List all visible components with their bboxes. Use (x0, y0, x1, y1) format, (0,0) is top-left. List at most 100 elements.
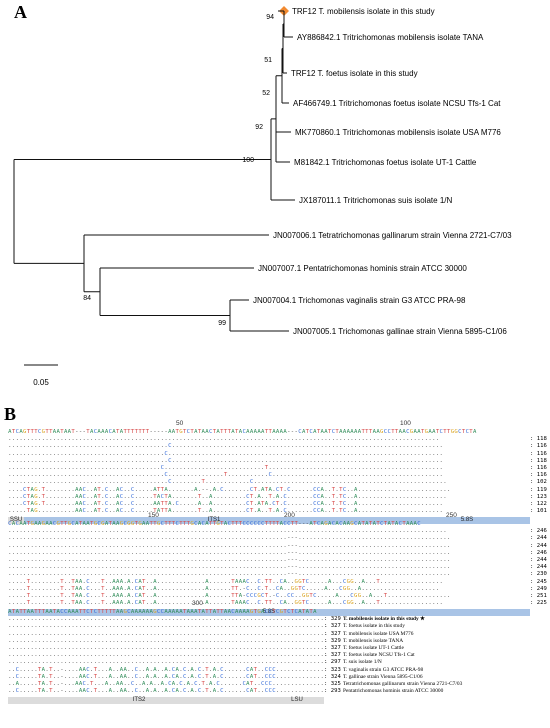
aligned-sequence: ........................................… (8, 457, 443, 464)
leaf-label: MK770860.1 Tritrichomonas mobilensis iso… (295, 128, 501, 137)
region-bar: LSU (270, 697, 324, 705)
panel-label-b: B (4, 404, 17, 424)
bootstrap-value: 84 (83, 295, 91, 302)
sequence-length: : 244 (530, 557, 547, 563)
sequence-length: : 327 (324, 623, 341, 630)
leaf-label: JN007007.1 Pentatrichomonas hominis stra… (258, 264, 467, 273)
sequence-length: : 244 (530, 564, 547, 571)
region-bar: ITS2 (8, 697, 270, 705)
aligned-sequence: ........................................… (8, 528, 447, 535)
aligned-sequence: ........................................… (8, 637, 328, 644)
sequence-length: : 329 (324, 616, 341, 623)
sequence-length: : 324 (324, 673, 341, 680)
sequence-length: : 327 (324, 645, 341, 651)
leaf-label: JN007004.1 Trichomonas vaginalis strain … (253, 296, 466, 305)
sequence-length: : 251 (530, 593, 547, 599)
sequence-length: : 118 (530, 436, 547, 443)
sequence-length: : 116 (530, 465, 547, 471)
leaf-label: TRF12 T. mobilensis isolate in this stud… (292, 7, 435, 16)
sequence-length: : 245 (530, 578, 547, 585)
bootstrap-value: 94 (266, 14, 274, 21)
region-bar: ITS1 (24, 517, 404, 525)
aligned-sequence: ........................................… (8, 450, 443, 457)
sequence-length: : 230 (530, 571, 547, 578)
sequence-length: : 325 (324, 681, 341, 687)
sequence-length: : 249 (530, 585, 547, 592)
aligned-sequence: ........................................… (8, 436, 440, 443)
region-bar: 5.8S (404, 517, 530, 525)
sequence-name: T. mobilensis isolate USA M776 (343, 630, 414, 637)
phylogenetic-tree: TRF12 T. mobilensis isolate in this stud… (13, 6, 512, 387)
leaf-label: JN007006.1 Tetratrichomonas gallinarum s… (273, 231, 512, 240)
aligned-sequence: ........................................… (8, 623, 328, 630)
ruler-position: 100 (400, 420, 411, 427)
sequence-length: : 293 (324, 688, 341, 695)
sequence-name: T. mobilensis isolate TANA (343, 637, 404, 644)
sequence-name: T. foetus isolate in this study (343, 623, 405, 630)
bootstrap-value: 100 (242, 157, 254, 164)
consensus-sequence: ATATTAATTTAATACCAAATTCTCTTTTTAAGCAAAAAAG… (8, 609, 317, 615)
ruler-position: 50 (176, 420, 184, 427)
aligned-sequence: ........................................… (8, 571, 451, 578)
aligned-sequence: ........................................… (8, 465, 443, 471)
aligned-sequence: .....T........T..TAA.C...T..AAA.A.CAT..A… (8, 600, 443, 607)
sequence-length: : 244 (530, 542, 547, 549)
aligned-sequence: ........................................… (8, 616, 324, 623)
sequence-length: : 101 (530, 508, 547, 515)
aligned-sequence: ..C.....TA.T..-....AAC.T...A..AA..C..A.A… (8, 673, 324, 680)
sequence-length: : 246 (530, 528, 547, 535)
bootstrap-value: 92 (255, 124, 263, 131)
sequence-name: T. foetus isolate NCSU Tfs-1 Cat (343, 652, 415, 659)
aligned-sequence: .....T........T..TAA.C...T..AAA.A.CAT..A… (8, 585, 440, 592)
leaf-label: M81842.1 Tritrichomonas foetus isolate U… (294, 158, 477, 167)
aligned-sequence: ........................................… (8, 542, 451, 549)
aligned-sequence: .....TAG..........AAC..AT.C..AC..C.....T… (8, 508, 443, 515)
aligned-sequence: ........................................… (8, 659, 328, 666)
sequence-length: : 329 (324, 637, 341, 644)
aligned-sequence: .....T........T..TAA.C...T..AAA.A.CAT..A… (8, 593, 451, 599)
bootstrap-value: 99 (218, 320, 226, 327)
aligned-sequence: ........................................… (8, 645, 328, 651)
aligned-sequence: ........................................… (8, 557, 451, 563)
sequence-name: T. foetus isolate UT-1 Cattle (343, 645, 404, 651)
sequence-length: : 297 (324, 659, 341, 666)
sequence-length: : 116 (530, 472, 547, 479)
aligned-sequence: ........................................… (8, 652, 328, 659)
ruler-position: 300 (192, 600, 203, 607)
leaf-label: JN007005.1 Trichomonas gallinae strain V… (293, 327, 507, 336)
sequence-name: Pentatrichomonas hominis strain ATCC 300… (343, 688, 444, 695)
aligned-sequence: .....T........T..TAA.C...T..AAA.A.CAT..A… (8, 578, 443, 585)
leaf-label: AY886842.1 Tritrichomonas mobilensis iso… (297, 33, 484, 42)
sequence-length: : 102 (530, 479, 547, 486)
sequence-length: : 119 (530, 486, 547, 493)
sequence-length: : 327 (324, 630, 341, 637)
scale-label: 0.05 (33, 378, 49, 387)
sequence-name: T. vaginalis strain G3 ATCC PRA-98 (343, 666, 424, 673)
region-bar: SSU (8, 517, 24, 525)
ruler-position: 150 (148, 512, 159, 519)
aligned-sequence: ..A.....TA.T..-...AAC.T...A..AA..C..A.A.… (8, 681, 324, 687)
sequence-length: : 116 (530, 443, 547, 450)
sequence-length: : 244 (530, 535, 547, 542)
leaf-label: JX187011.1 Tritrichomonas suis isolate 1… (299, 196, 452, 205)
sequence-length: : 118 (530, 457, 547, 464)
aligned-sequence: ........................................… (8, 479, 447, 486)
aligned-sequence: ....CTAG.T........AAC..AT.C..AC..C.....T… (8, 493, 447, 500)
sequence-length: : 116 (530, 450, 547, 457)
leaf-label: TRF12 T. foetus isolate in this study (291, 69, 418, 78)
panel-label-a: A (14, 2, 27, 22)
ruler-position: 200 (284, 512, 295, 519)
aligned-sequence: ..C.....TA.T..-....AAC.T...A..AA..C..A.A… (8, 688, 324, 695)
aligned-sequence: ........................................… (8, 564, 451, 571)
consensus-sequence: CACAATGAAGAACGTTGCATAATGCGATAAGCGGTGAATT… (8, 521, 421, 527)
sequence-name: T. gallinae strain Vienna 5895-C1/06 (343, 673, 423, 680)
aligned-sequence: ........................................… (8, 630, 328, 637)
aligned-sequence: ........................................… (8, 535, 451, 542)
sequence-length: : 225 (530, 600, 547, 607)
aligned-sequence: ........................................… (8, 472, 443, 479)
aligned-sequence: ..C.....TA.T..-....AAC.T...A..AA..C..A.A… (8, 666, 324, 673)
sequence-name: Tetratrichomonas gallinarum strain Vienn… (343, 681, 463, 687)
aligned-sequence: ........................................… (8, 549, 451, 556)
region-bar: 5.8S (8, 609, 530, 617)
sequence-length: : 123 (530, 493, 547, 500)
